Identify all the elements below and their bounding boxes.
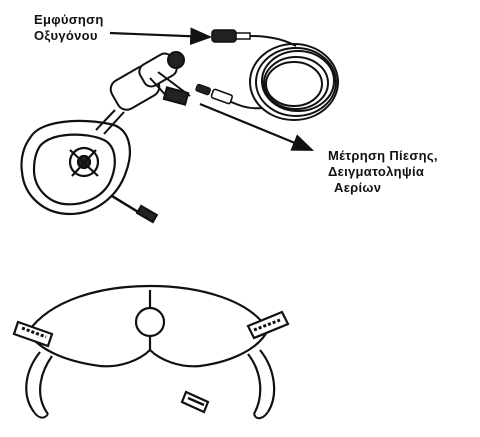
pressure-label-line2: Δειγματοληψία: [328, 164, 424, 179]
oxygen-label-line2: Οξυγόνου: [34, 28, 98, 43]
oxygen-label-line1: Εμφύσηση: [34, 12, 104, 27]
head-harness: [14, 286, 288, 418]
oxygen-arrow: [110, 33, 210, 37]
face-mask: [21, 121, 156, 222]
oxygen-connector: [212, 30, 250, 42]
pressure-label-line3: Αερίων: [334, 180, 381, 195]
coiled-tubing: [222, 36, 338, 120]
tube-connector: [195, 84, 232, 104]
pressure-label-line1: Μέτρηση Πίεσης,: [328, 148, 438, 163]
valve-assembly: [96, 51, 190, 134]
